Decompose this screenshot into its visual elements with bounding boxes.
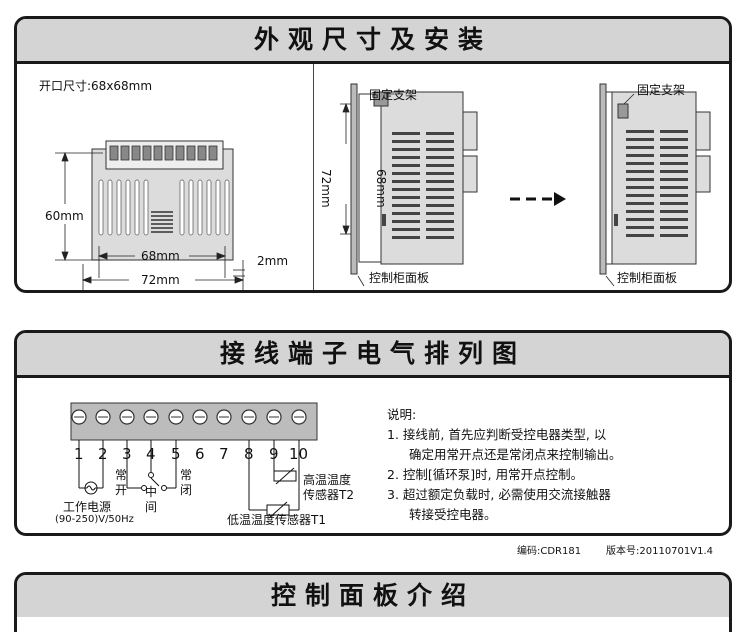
section-title-control-panel: 控制面板介绍 (17, 575, 729, 617)
terminal-number: 8 (244, 445, 254, 463)
footer-version: 版本号:20110701V1.4 (606, 546, 714, 557)
panel-label-before: 控制柜面板 (369, 271, 430, 285)
section-control-panel: 控制面板介绍 (14, 572, 732, 632)
terminal-number: 3 (122, 445, 132, 463)
section-dimensions: 外观尺寸及安装 开口尺寸:68x68mm (14, 16, 732, 293)
power-range: (90-250)V/50Hz (55, 514, 134, 525)
low-temp-sensor-label: 低温温度传感器T1 (227, 513, 326, 527)
terminal-number: 1 (74, 445, 84, 463)
terminal-numbers: 1 2 3 4 5 6 7 8 9 10 (17, 445, 387, 465)
dim-68mm: 68mm (141, 249, 180, 263)
label-normally-open-2: 开 (115, 483, 128, 497)
dim-2mm: 2mm (257, 254, 289, 268)
high-temp-sensor-label-2: 传感器T2 (303, 488, 354, 502)
notes-title: 说明: (387, 407, 417, 422)
terminal-number: 10 (289, 445, 309, 463)
power-label: 工作电源 (63, 500, 112, 514)
label-normally-closed-1: 常 (180, 468, 193, 482)
dim-60mm: 60mm (45, 209, 84, 223)
section-divider (313, 64, 314, 290)
bracket-label-before: 固定支架 (369, 88, 418, 102)
panel-label-after: 控制柜面板 (617, 271, 678, 285)
note-line: 3. 超过额定负载时, 必需使用交流接触器 (387, 487, 611, 502)
terminal-number: 7 (219, 445, 229, 463)
label-normally-closed-2: 闭 (180, 483, 193, 497)
label-middle-1: 中 (145, 485, 158, 499)
note-line: 确定用常开点还是常闭点来控制输出。 (409, 447, 622, 462)
section-wiring: 接线端子电气排列图 (14, 330, 732, 536)
footer-code: 编码:CDR181 (517, 546, 582, 557)
section-title-dimensions: 外观尺寸及安装 (17, 19, 729, 64)
note-line: 2. 控制[循环泵]时, 用常开点控制。 (387, 467, 584, 482)
high-temp-sensor-label-1: 高温温度 (303, 473, 352, 487)
side-view-before (340, 83, 711, 287)
wiring-notes: 说明: 1. 接线前, 首先应判断受控电器类型, 以 确定用常开点还是常闭点来控… (387, 405, 622, 525)
bracket-label-after: 固定支架 (637, 83, 686, 97)
note-line: 1. 接线前, 首先应判断受控电器类型, 以 (387, 427, 607, 442)
label-middle-2: 间 (145, 500, 158, 514)
label-normally-open-1: 常 (115, 468, 128, 482)
front-view-drawing (55, 140, 245, 290)
terminal-number: 2 (98, 445, 108, 463)
section-title-wiring: 接线端子电气排列图 (17, 333, 729, 378)
terminal-wiring-diagram (70, 402, 318, 519)
terminal-number: 5 (171, 445, 181, 463)
note-line: 转接受控电器。 (409, 507, 497, 522)
cutout-size-label: 开口尺寸:68x68mm (39, 79, 153, 93)
dim-72mm: 72mm (141, 273, 180, 287)
side-dim-72mm: 72mm (319, 169, 333, 208)
terminal-number: 6 (195, 445, 205, 463)
side-dim-68mm: 68mm (374, 169, 388, 208)
terminal-number: 4 (146, 445, 156, 463)
terminal-number: 9 (269, 445, 279, 463)
